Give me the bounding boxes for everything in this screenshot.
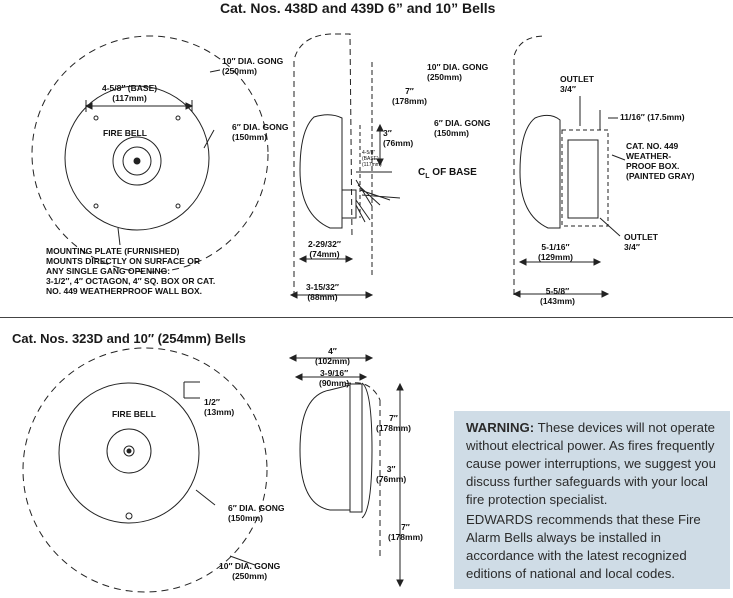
label-side-3: 3″ (76mm): [383, 128, 414, 148]
wp-gong-10: [513, 35, 546, 295]
top-title: Cat. Nos. 438D and 439D 6” and 10” Bells: [220, 0, 496, 16]
label-wp-gong-6: 6″ DIA. GONG (150mm): [434, 118, 491, 138]
bottom-title: Cat. Nos. 323D and 10″ (254mm) Bells: [12, 331, 246, 346]
side-bell-bottom: [299, 384, 351, 511]
label-dim-12: 1/2″ (13mm): [204, 397, 235, 417]
bell-hub-top: [112, 136, 162, 186]
gong-6-outline-bottom: [58, 382, 200, 524]
label-dim-7a: 7″ (178mm): [376, 413, 411, 433]
label-gong-10: 10″ DIA. GONG (250mm): [222, 56, 284, 76]
label-dim-4: 4″ (102mm): [315, 346, 350, 366]
label-dim-7b: 7″ (178mm): [388, 522, 423, 542]
warning-second-paragraph: EDWARDS recommends that these Fire Alarm…: [466, 512, 701, 581]
label-mounting-note: MOUNTING PLATE (FURNISHED) MOUNTS DIRECT…: [46, 246, 216, 296]
gong-6-outline-top: [64, 85, 210, 231]
label-cl-of-base: CL OF BASE: [418, 167, 477, 181]
warning-heading: WARNING:: [466, 420, 535, 435]
label-dim-3: 3″ (76mm): [376, 464, 407, 484]
label-gong-6-bottom: 6″ DIA. GONG (150mm): [228, 503, 285, 523]
side-gong-10-top: [293, 33, 345, 297]
label-dim-3916: 3-9/16″ (90mm): [319, 368, 350, 388]
label-cat-449: CAT. NO. 449 WEATHER- PROOF BOX. (PAINTE…: [626, 141, 695, 181]
label-fire-bell-top: FIRE BELL: [103, 128, 147, 138]
wp-bell-body: [519, 114, 561, 229]
label-side-315: 3-15/32″ (88mm): [306, 282, 339, 302]
label-gong-10-bottom: 10″ DIA. GONG (250mm): [219, 561, 281, 581]
side-bell-body-top: [299, 114, 343, 229]
label-side-base-small: 4-5/8″ (BASE) (117mm): [362, 150, 382, 168]
warning-paragraph: WARNING: These devices will not operate …: [466, 419, 720, 509]
label-dim-5116: 5-1/16″ (129mm): [538, 242, 573, 262]
bell-hub-bottom: [106, 428, 152, 474]
label-base: 4-5/8″ (BASE) (117mm): [102, 83, 158, 103]
label-gong-6: 6″ DIA. GONG (150mm): [232, 122, 289, 142]
section-divider: [0, 317, 733, 318]
label-fire-bell-bottom: FIRE BELL: [112, 409, 156, 419]
gong-10-outline-top: [31, 35, 269, 273]
gong-10-outline-bottom: [22, 347, 268, 593]
wp-box: [561, 129, 609, 227]
warning-body: These devices will not operate without e…: [466, 420, 716, 507]
label-dim-558: 5-5/8″ (143mm): [540, 286, 575, 306]
warning-box: WARNING: These devices will not operate …: [454, 411, 730, 589]
label-outlet-bottom: OUTLET 3/4″: [624, 232, 658, 252]
label-wp-gong-10: 10″ DIA. GONG (250mm): [427, 62, 489, 82]
label-outlet-top: OUTLET 3/4″: [560, 74, 594, 94]
label-side-7: 7″ (178mm): [392, 86, 427, 106]
label-side-229: 2-29/32″ (74mm): [308, 239, 341, 259]
label-dim-1116: 11/16″ (17.5mm): [620, 112, 685, 122]
